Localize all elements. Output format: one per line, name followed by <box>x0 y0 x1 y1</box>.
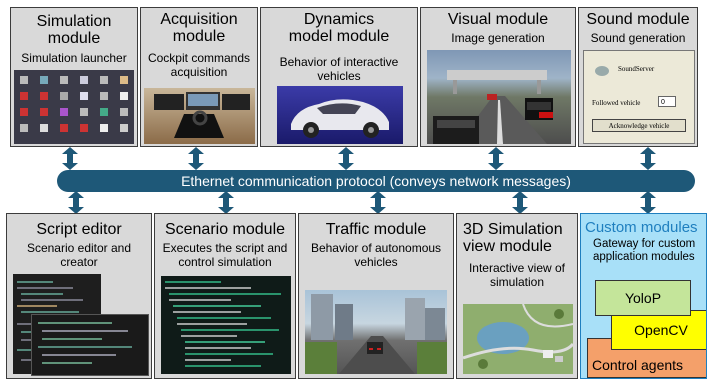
module-subtitle: Scenario editor and creator <box>26 241 132 269</box>
module-title: Custom modules <box>585 219 698 236</box>
double-arrow-icon <box>62 147 78 170</box>
double-arrow-icon <box>512 191 528 214</box>
module-title: Traffic module <box>325 221 427 238</box>
code-editor-screenshot-2 <box>31 314 149 376</box>
simulation-module: Simulation module Simulation launcher <box>10 7 138 147</box>
terminal-screenshot <box>161 276 291 374</box>
script-editor-module: Script editor Scenario editor and creato… <box>6 213 152 379</box>
module-title: 3D Simulation view module <box>463 221 563 255</box>
double-arrow-icon <box>640 191 656 214</box>
double-arrow-icon <box>640 147 656 170</box>
module-title: Scenario module <box>164 221 286 238</box>
bottom-arrows <box>68 191 656 214</box>
module-title: Acquisition module <box>160 11 238 45</box>
module-subtitle: Image generation <box>451 31 545 45</box>
acquisition-module: Acquisition module Cockpit commands acqu… <box>140 7 258 147</box>
module-subtitle: Sound generation <box>590 31 686 45</box>
traffic-module: Traffic module Behavior of autonomous ve… <box>298 213 454 379</box>
double-arrow-icon <box>188 147 204 170</box>
sound-server-window: SoundServer Followed vehicle 0 Acknowled… <box>583 50 695 144</box>
module-subtitle: Executes the script and control simulati… <box>162 241 288 269</box>
car-render <box>277 86 403 144</box>
module-subtitle: Gateway for custom application modules <box>593 238 696 264</box>
module-title: Dynamics model module <box>288 11 390 45</box>
module-title: Visual module <box>447 11 549 28</box>
aerial-map-image <box>462 303 575 374</box>
cockpit-photo <box>144 88 255 144</box>
double-arrow-icon <box>370 191 386 214</box>
desktop-icons-screenshot <box>14 70 134 144</box>
double-arrow-icon <box>68 191 84 214</box>
module-subtitle: Behavior of autonomous vehicles <box>310 241 442 269</box>
dynamics-model-module: Dynamics model module Behavior of intera… <box>260 7 418 147</box>
module-title: Simulation module <box>36 13 112 47</box>
sound-server-icon <box>595 66 609 76</box>
double-arrow-icon <box>218 191 234 214</box>
3d-simulation-view-module: 3D Simulation view module Interactive vi… <box>456 213 578 379</box>
city-traffic-image <box>305 290 447 374</box>
opencv-box: OpenCV <box>611 310 706 350</box>
road-scene-image <box>427 50 571 144</box>
visual-module: Visual module Image generation <box>420 7 576 147</box>
sound-server-name: SoundServer <box>618 65 655 73</box>
double-arrow-icon <box>488 147 504 170</box>
custom-modules: Custom modules Gateway for custom applic… <box>580 213 707 379</box>
yolop-box: YoloP <box>595 280 691 316</box>
module-title: Sound module <box>586 11 690 28</box>
module-subtitle: Simulation launcher <box>21 51 127 65</box>
module-subtitle: Cockpit commands acquisition <box>147 51 251 79</box>
followed-vehicle-label: Followed vehicle <box>592 99 641 107</box>
acknowledge-vehicle-button[interactable]: Acknowledge vehicle <box>592 119 686 132</box>
top-arrows <box>62 147 656 170</box>
ethernet-bus: Ethernet communication protocol (conveys… <box>57 170 695 192</box>
module-subtitle: Interactive view of simulation <box>468 261 566 289</box>
followed-vehicle-field[interactable]: 0 <box>658 96 676 107</box>
module-subtitle: Behavior of interactive vehicles <box>279 55 399 83</box>
sound-module: Sound module Sound generation SoundServe… <box>578 7 698 147</box>
scenario-module: Scenario module Executes the script and … <box>154 213 296 379</box>
double-arrow-icon <box>338 147 354 170</box>
module-title: Script editor <box>36 221 122 238</box>
